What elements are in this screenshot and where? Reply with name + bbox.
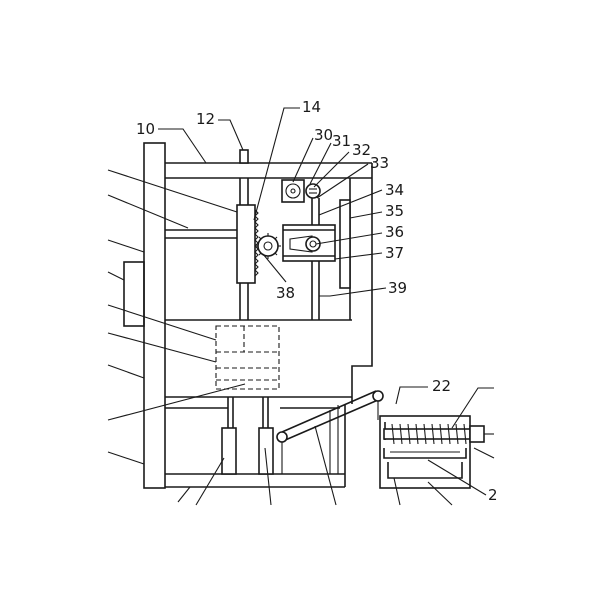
cylinder-right [258, 427, 274, 475]
reference-numerals: 10 12 14 30 31 32 33 34 35 36 37 38 39 2… [136, 98, 498, 504]
conveyor-belt [276, 390, 384, 474]
side-plate [339, 199, 351, 289]
roller-right [372, 390, 384, 402]
guide-rods [236, 149, 259, 320]
cam-wheel [305, 236, 321, 252]
label-35: 35 [385, 202, 404, 220]
label-2-cut: 2 [488, 486, 498, 504]
left-column [143, 142, 166, 489]
label-22: 22 [432, 377, 451, 395]
label-12: 12 [196, 110, 215, 128]
label-10: 10 [136, 120, 155, 138]
label-32: 32 [352, 141, 371, 159]
cylinders [221, 397, 274, 475]
crusher-blades [391, 423, 467, 445]
label-36: 36 [385, 223, 404, 241]
rack-bar [236, 204, 256, 284]
roller-left [276, 431, 288, 443]
upper-right-mechanism [281, 179, 351, 320]
crusher-motor [469, 425, 485, 443]
side-box [123, 261, 145, 327]
label-34: 34 [385, 181, 404, 199]
crusher-box [379, 415, 494, 489]
label-30: 30 [314, 126, 333, 144]
motor-box [281, 179, 305, 203]
hopper-top [383, 448, 467, 459]
label-31: 31 [332, 132, 351, 150]
label-37: 37 [385, 244, 404, 262]
hidden-lines [215, 325, 280, 390]
leader-lines [107, 107, 495, 506]
label-39: 39 [388, 279, 407, 297]
label-33: 33 [370, 154, 389, 172]
cylinder-left [221, 427, 237, 475]
label-38: 38 [276, 284, 295, 302]
rod-top-cap [239, 149, 249, 164]
collection-tray [387, 462, 463, 479]
cam-lever [289, 235, 313, 253]
gear-38 [255, 233, 281, 259]
main-frame [123, 142, 373, 489]
label-14: 14 [302, 98, 321, 116]
right-outline [351, 163, 373, 404]
